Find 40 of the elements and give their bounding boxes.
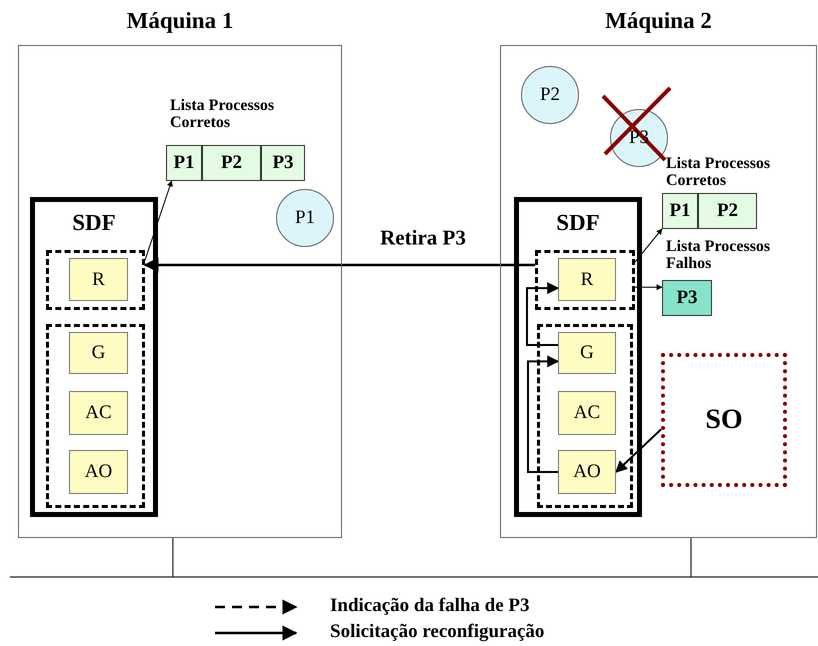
process-cell: P3 xyxy=(261,145,305,181)
legend-label: Solicitação reconfiguração xyxy=(330,621,544,643)
component-box: AC xyxy=(558,391,616,435)
list-heading: Lista Processos Falhos xyxy=(666,238,772,272)
process-cell: P2 xyxy=(698,193,757,229)
machine-heading: Máquina 1 xyxy=(126,8,234,34)
component-box: AO xyxy=(69,450,128,494)
component-box: AC xyxy=(69,391,128,435)
arrow xyxy=(527,355,560,473)
panel-heading: SDF xyxy=(71,210,117,236)
dashed-group-box xyxy=(46,324,145,508)
arrow xyxy=(526,282,560,346)
machine-heading: Máquina 2 xyxy=(604,8,713,34)
process-cell: P2 xyxy=(202,145,261,181)
process-circle: P1 xyxy=(276,189,334,247)
sdf-panel xyxy=(514,197,642,517)
arrow xyxy=(144,180,173,261)
sdf-panel xyxy=(30,197,158,517)
process-cell: P1 xyxy=(662,193,698,229)
arrow xyxy=(615,428,662,473)
network-line xyxy=(172,538,692,578)
dashed-group-box xyxy=(46,250,145,310)
arrow xyxy=(634,284,663,290)
list-heading: Lista Processos Corretos xyxy=(666,155,772,189)
arrow xyxy=(144,258,535,272)
component-box: R xyxy=(69,258,128,301)
component-box: G xyxy=(558,332,616,374)
process-cell: P1 xyxy=(166,145,202,181)
panel-heading: SDF xyxy=(555,210,601,236)
dashed-group-box xyxy=(535,250,635,310)
list-heading: Lista Processos Corretos xyxy=(170,97,276,131)
legend-label: Indicação da falha de P3 xyxy=(330,595,530,617)
process-circle: P2 xyxy=(521,66,579,124)
dashed-group-box xyxy=(537,324,633,508)
component-box: AO xyxy=(558,450,616,494)
dotted-box: SO xyxy=(661,353,787,487)
component-box: R xyxy=(558,258,616,301)
process-cell: P3 xyxy=(662,280,712,316)
component-box: G xyxy=(69,332,128,374)
arrow xyxy=(634,228,662,262)
